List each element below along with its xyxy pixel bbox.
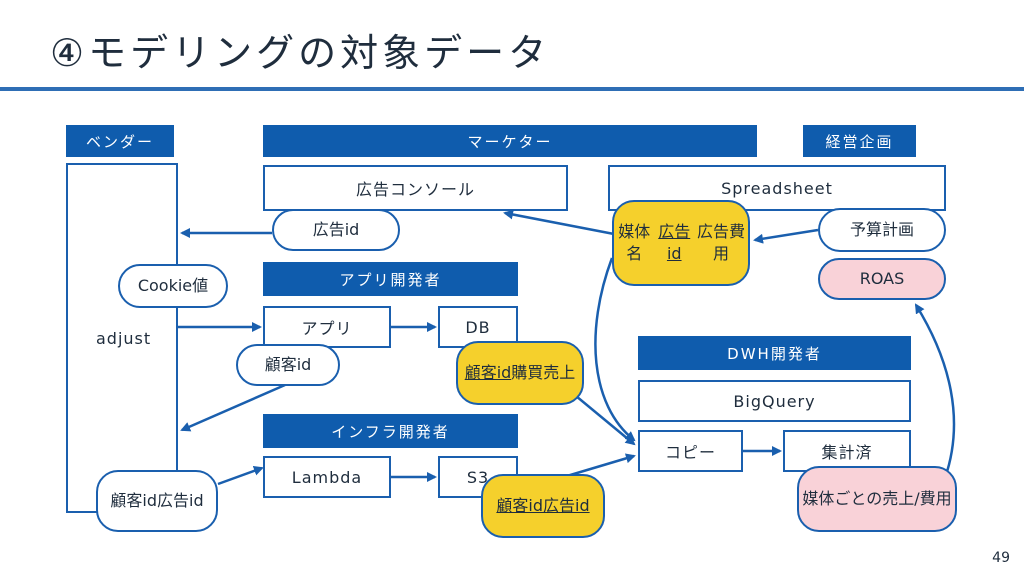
header-infra-dev: インフラ開発者 xyxy=(263,414,518,448)
pill-line: 広告id xyxy=(157,491,204,511)
adjust-label: adjust xyxy=(96,328,152,348)
arrow-media-to-copy xyxy=(594,257,636,442)
pill-line: 広告id xyxy=(543,496,590,516)
pill-media-sales: 媒体ごとの 売上/費用 xyxy=(797,466,957,532)
arrow-media-to-console xyxy=(503,209,615,236)
pill-line: 広告id xyxy=(658,222,691,263)
arrow-budget-to-media xyxy=(753,228,819,244)
pill-line: 顧客id xyxy=(110,491,157,511)
pill-line: 広告費用 xyxy=(696,222,745,263)
pill-line: 顧客id xyxy=(496,496,543,516)
title-divider xyxy=(0,87,1024,91)
aggregated-box: 集計済 xyxy=(783,430,911,472)
header-dwh-dev: DWH開発者 xyxy=(638,336,911,370)
ad-console-box: 広告コンソール xyxy=(263,165,568,211)
header-app-dev: アプリ開発者 xyxy=(263,262,518,296)
lambda-box: Lambda xyxy=(263,456,391,498)
bigquery-box: BigQuery xyxy=(638,380,911,422)
header-vendor: ベンダー xyxy=(66,125,174,157)
pill-roas: ROAS xyxy=(818,258,946,300)
arrow-mediasales-to-roas xyxy=(914,303,956,479)
pill-line: 売上/費用 xyxy=(882,489,952,509)
arrow-customer-to-lambda xyxy=(217,466,264,486)
pill-customer-sales: 顧客id 購買売上 xyxy=(456,341,584,405)
pill-line: 媒体名 xyxy=(618,222,651,263)
pill-customer-id: 顧客id xyxy=(236,344,340,386)
pill-s3-data: 顧客id 広告id xyxy=(481,474,605,538)
adjust-box: adjust xyxy=(66,163,178,513)
page-title: ④モデリングの対象データ xyxy=(50,31,551,75)
pill-customer-ad-id: 顧客id 広告id xyxy=(96,470,218,532)
app-box: アプリ xyxy=(263,306,391,348)
pill-line: 媒体ごとの xyxy=(802,489,883,509)
pill-line: 購買売上 xyxy=(511,363,576,383)
pill-media: 媒体名 広告id 広告費用 xyxy=(612,200,750,286)
page-number: 49 xyxy=(992,550,1010,566)
arrow-customerid-to-adjust xyxy=(180,383,286,432)
header-planning: 経営企画 xyxy=(803,125,916,157)
pill-cookie: Cookie値 xyxy=(118,264,228,308)
spreadsheet-box: Spreadsheet xyxy=(608,165,946,211)
copy-box: コピー xyxy=(638,430,743,472)
pill-line: 顧客id xyxy=(464,363,512,383)
pill-budget-plan: 予算計画 xyxy=(818,208,946,252)
header-marketer: マーケター xyxy=(263,125,757,157)
pill-ad-id: 広告id xyxy=(272,209,400,251)
